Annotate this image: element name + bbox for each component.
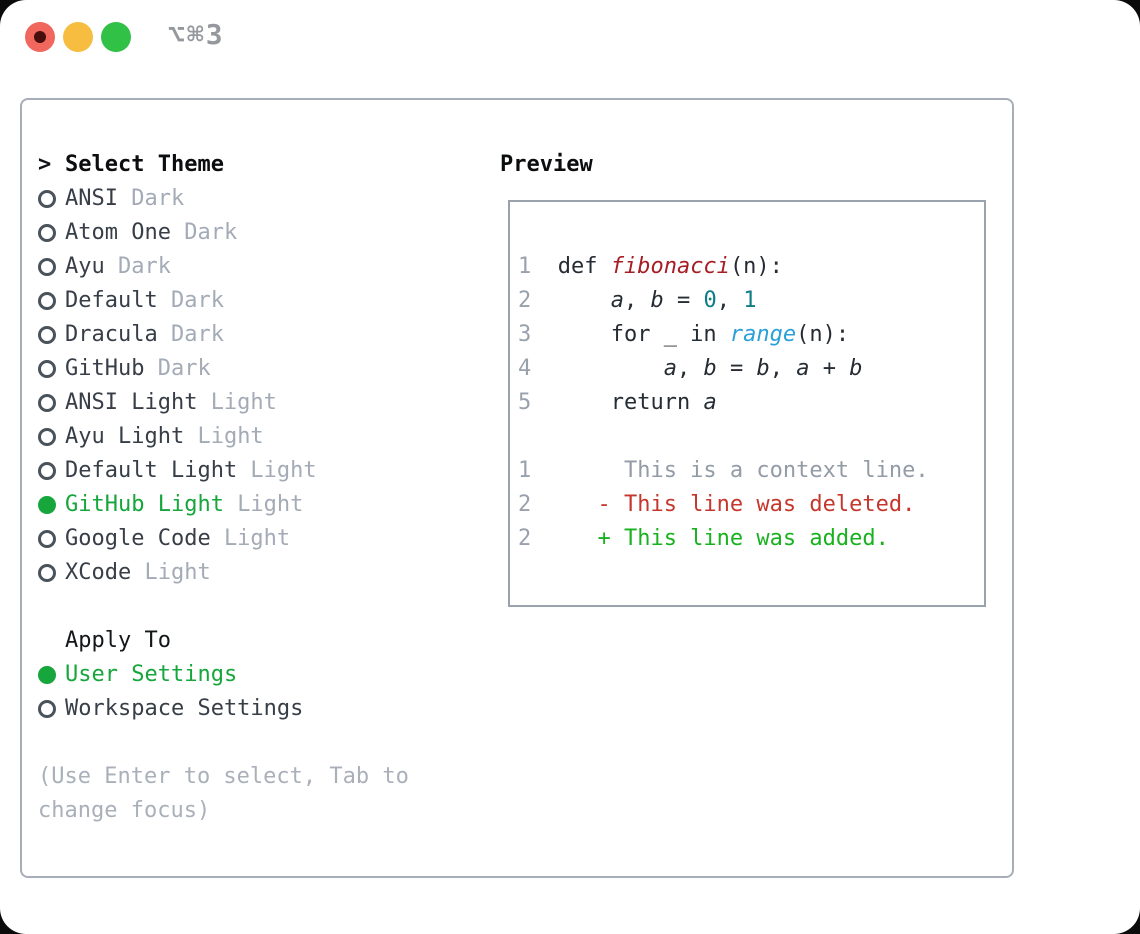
theme-option-google-code[interactable]: Google Code Light	[38, 522, 317, 556]
radio-unselected-icon	[38, 360, 65, 378]
maximize-button[interactable]	[101, 22, 131, 52]
theme-option-github-light[interactable]: GitHub Light Light	[38, 488, 317, 522]
radio-unselected-icon	[38, 462, 65, 480]
apply-to-section: Apply To User Settings Workspace Setting…	[38, 624, 303, 726]
theme-option-github-dark[interactable]: GitHub Dark	[38, 352, 317, 386]
radio-unselected-icon	[38, 564, 65, 582]
theme-option-ansi-dark[interactable]: ANSI Dark	[38, 182, 317, 216]
radio-unselected-icon	[38, 326, 65, 344]
code-line: 3 for _ in range(n):	[518, 322, 850, 347]
apply-option-workspace-settings[interactable]: Workspace Settings	[38, 692, 303, 726]
close-dot-icon	[34, 31, 46, 43]
help-text: (Use Enter to select, Tab to change focu…	[38, 760, 409, 828]
help-text-line1: (Use Enter to select, Tab to	[38, 764, 409, 789]
radio-unselected-icon	[38, 224, 65, 242]
radio-unselected-icon	[38, 258, 65, 276]
title-bar: ⌥⌘3	[0, 0, 1140, 74]
diff-deleted-line: 2 - This line was deleted.	[518, 492, 916, 517]
code-line: 4 a, b = b, a + b	[518, 356, 863, 381]
minimize-button[interactable]	[63, 22, 93, 52]
theme-option-ayu-light[interactable]: Ayu Light Light	[38, 420, 317, 454]
theme-option-ansi-light[interactable]: ANSI Light Light	[38, 386, 317, 420]
apply-to-header-row: Apply To	[38, 624, 303, 658]
theme-option-atom-one-dark[interactable]: Atom One Dark	[38, 216, 317, 250]
theme-option-dracula-dark[interactable]: Dracula Dark	[38, 318, 317, 352]
window-title: ⌥⌘3	[168, 18, 225, 51]
radio-unselected-icon	[38, 428, 65, 446]
theme-list: > Select Theme ANSI Dark Atom One Dark A…	[38, 148, 317, 590]
radio-unselected-icon	[38, 394, 65, 412]
radio-unselected-icon	[38, 190, 65, 208]
apply-option-user-settings[interactable]: User Settings	[38, 658, 303, 692]
apply-to-title: Apply To	[65, 628, 171, 653]
radio-unselected-icon	[38, 530, 65, 548]
cursor-chevron-icon: >	[38, 152, 52, 177]
theme-list-title: Select Theme	[65, 152, 224, 177]
theme-option-ayu-dark[interactable]: Ayu Dark	[38, 250, 317, 284]
radio-unselected-icon	[38, 700, 65, 718]
code-line: 5 return a	[518, 390, 717, 415]
help-text-line2: change focus)	[38, 798, 211, 823]
radio-selected-icon	[38, 666, 65, 684]
code-line: 2 a, b = 0, 1	[518, 288, 757, 313]
theme-option-default-light[interactable]: Default Light Light	[38, 454, 317, 488]
blank-line	[518, 420, 984, 454]
diff-context-line: 1 This is a context line.	[518, 458, 929, 483]
diff-added-line: 2 + This line was added.	[518, 526, 889, 551]
theme-option-xcode[interactable]: XCode Light	[38, 556, 317, 590]
radio-selected-icon	[38, 496, 65, 514]
close-button[interactable]	[25, 22, 55, 52]
theme-list-header-row: > Select Theme	[38, 148, 317, 182]
theme-option-default-dark[interactable]: Default Dark	[38, 284, 317, 318]
preview-title: Preview	[500, 152, 593, 177]
radio-unselected-icon	[38, 292, 65, 310]
